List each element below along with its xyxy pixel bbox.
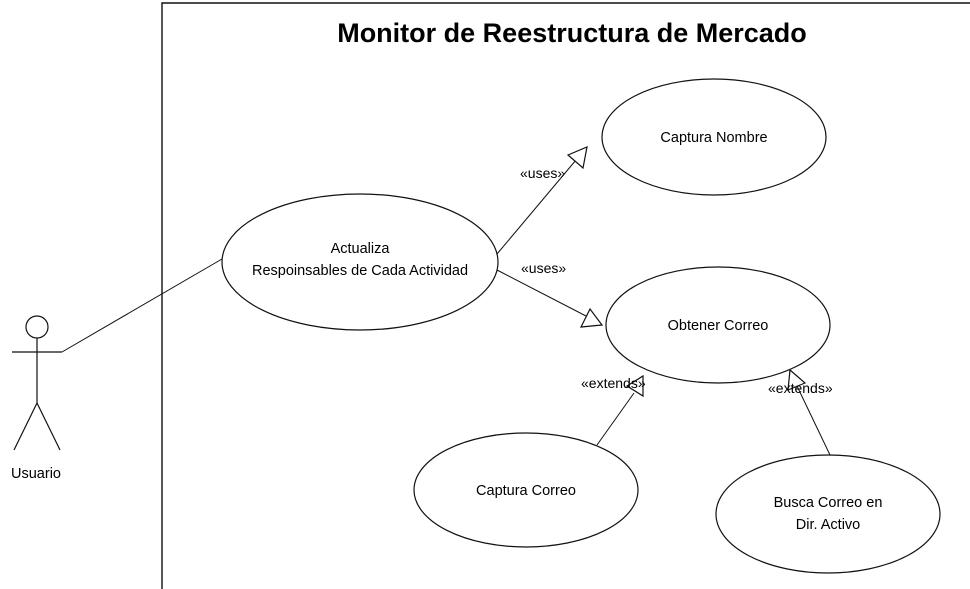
- relationship-extends-busca-correo: [787, 368, 831, 456]
- relationship-uses-label-1: «uses»: [520, 165, 565, 181]
- use-case-actualiza-line2: Respoinsables de Cada Actividad: [252, 263, 468, 279]
- generalization-arrowhead: [579, 307, 604, 328]
- system-boundary: [161, 2, 970, 589]
- use-case-captura-correo-label: Captura Correo: [476, 483, 576, 499]
- relationship-extends-label-2: «extends»: [768, 380, 833, 396]
- use-case-busca-correo[interactable]: Busca Correo en Dir. Activo: [715, 454, 941, 574]
- use-case-actualiza-line1: Actualiza: [331, 241, 391, 257]
- generalization-arrowhead: [566, 146, 588, 170]
- actor-head: [25, 315, 49, 339]
- use-case-busca-correo-line2: Dir. Activo: [796, 517, 860, 533]
- actor-usuario[interactable]: [12, 315, 62, 451]
- use-case-busca-correo-ellipse: [715, 454, 941, 574]
- relationship-uses-obtener-correo: [496, 269, 604, 328]
- use-case-obtener-correo-ellipse: [605, 266, 831, 384]
- use-case-captura-correo[interactable]: Captura Correo: [413, 432, 639, 548]
- association-line: [61, 258, 223, 353]
- generalization-arrowhead: [625, 374, 644, 398]
- use-case-captura-nombre-ellipse: [601, 78, 827, 196]
- use-case-actualiza[interactable]: Actualiza Respoinsables de Cada Activida…: [221, 193, 499, 331]
- relationship-extends-label-1: «extends»: [581, 375, 646, 391]
- actor-left-leg: [13, 402, 38, 451]
- use-case-captura-nombre[interactable]: Captura Nombre: [601, 78, 827, 196]
- relationship-extends-captura-correo: [596, 374, 644, 446]
- use-case-obtener-correo-label: Obtener Correo: [668, 318, 769, 334]
- generalization-arrowhead: [787, 368, 807, 391]
- use-case-obtener-correo[interactable]: Obtener Correo: [605, 266, 831, 384]
- use-case-captura-correo-ellipse: [413, 432, 639, 548]
- relationship-uses-captura-nombre: [496, 146, 588, 255]
- actor-right-leg: [36, 402, 61, 451]
- use-case-actualiza-ellipse: [221, 193, 499, 331]
- use-case-busca-correo-line1: Busca Correo en: [774, 495, 883, 511]
- use-case-captura-nombre-label: Captura Nombre: [660, 130, 767, 146]
- relationship-uses-label-2: «uses»: [521, 260, 566, 276]
- actor-label: Usuario: [11, 466, 61, 482]
- system-title: Monitor de Reestructura de Mercado: [337, 18, 807, 48]
